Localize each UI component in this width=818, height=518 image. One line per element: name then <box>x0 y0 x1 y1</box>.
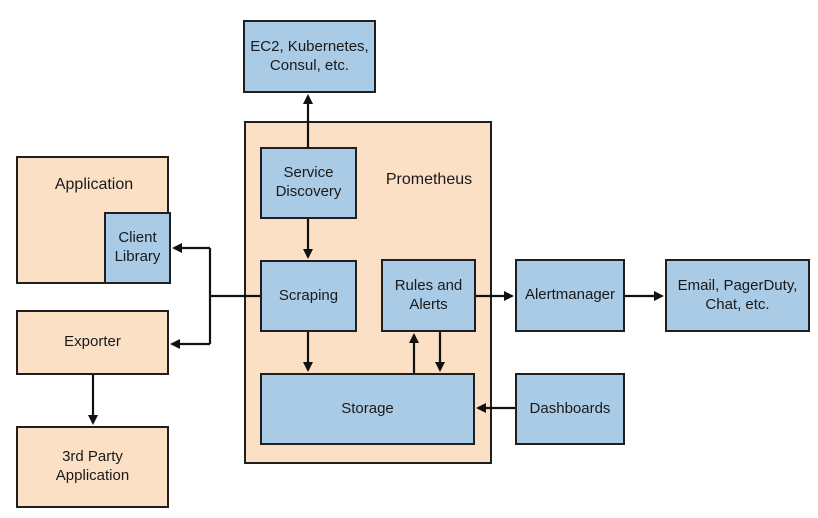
storage-box: Storage <box>260 373 475 445</box>
service-discovery-box: Service Discovery <box>260 147 357 219</box>
scraping-box: Scraping <box>260 260 357 332</box>
exporter-box: Exporter <box>16 310 169 375</box>
email-pagerduty-chat-box: Email, PagerDuty, Chat, etc. <box>665 259 810 332</box>
ec2-kubernetes-consul-box: EC2, Kubernetes, Consul, etc. <box>243 20 376 93</box>
third-party-application-box: 3rd Party Application <box>16 426 169 508</box>
client-library-box: Client Library <box>104 212 171 284</box>
rules-alerts-box: Rules and Alerts <box>381 259 476 332</box>
dashboards-box: Dashboards <box>515 373 625 445</box>
application-label: Application <box>54 176 134 193</box>
prometheus-label: Prometheus <box>385 171 473 188</box>
alertmanager-box: Alertmanager <box>515 259 625 332</box>
